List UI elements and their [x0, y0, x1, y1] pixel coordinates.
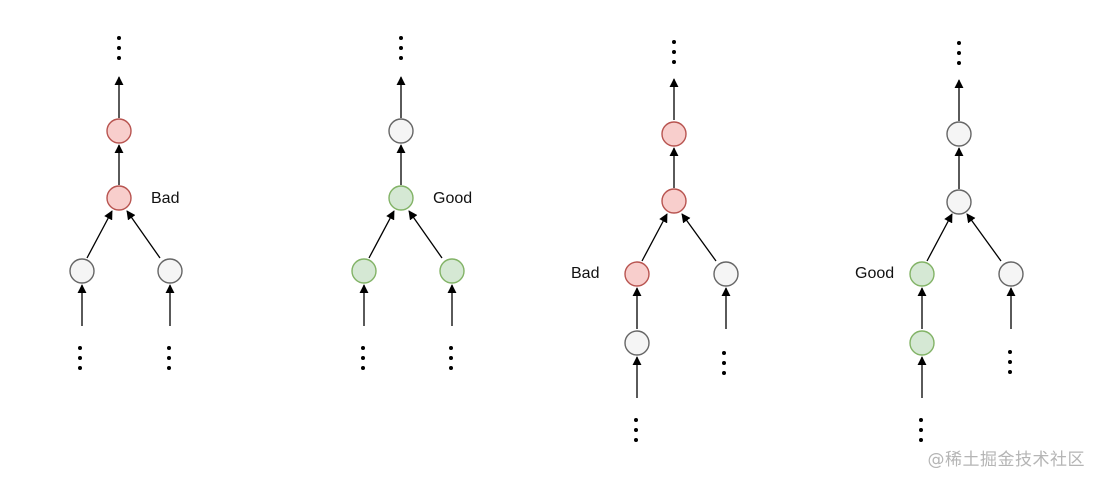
commit-node-right-good — [439, 258, 465, 284]
commit-node-merge-bad — [661, 188, 687, 214]
edges — [632, 78, 731, 398]
ellipsis-icon — [117, 36, 121, 60]
commit-node-right-neutral — [157, 258, 183, 284]
edge-left-merge — [641, 213, 668, 262]
ellipsis-icon — [672, 40, 676, 64]
commit-node-left-bad — [624, 261, 650, 287]
commit-node-top-neutral — [946, 121, 972, 147]
ellipsis-icon — [634, 418, 638, 442]
commit-node-right-neutral — [998, 261, 1024, 287]
commit-node-merge-bad — [106, 185, 132, 211]
commit-node-merge-neutral — [946, 189, 972, 215]
diagram-label: Good — [433, 190, 472, 207]
commit-node-left-neutral — [69, 258, 95, 284]
ellipsis-icon — [361, 346, 365, 370]
edges — [917, 79, 1016, 398]
edge-left-merge — [926, 213, 953, 262]
diagram-1: Bad — [69, 36, 183, 370]
edge-right-merge — [126, 210, 161, 259]
edges — [359, 76, 457, 326]
ellipsis-icon — [957, 41, 961, 65]
diagram-2: Good — [351, 36, 472, 370]
commit-node-left-good — [351, 258, 377, 284]
ellipsis-icon — [1008, 350, 1012, 374]
diagram-label: Good — [855, 265, 894, 282]
commit-node-right-neutral — [713, 261, 739, 287]
ellipses — [78, 36, 171, 370]
ellipses — [634, 40, 726, 442]
watermark: @稀土掘金技术社区 — [927, 450, 1085, 470]
ellipsis-icon — [167, 346, 171, 370]
ellipses — [919, 41, 1012, 442]
ellipsis-icon — [919, 418, 923, 442]
ellipsis-icon — [399, 36, 403, 60]
diagram-3: Bad — [571, 40, 739, 442]
commit-node-left-lower-neutral — [624, 330, 650, 356]
edge-left-merge — [86, 210, 113, 259]
edge-right-merge — [681, 213, 717, 262]
edge-right-merge — [408, 210, 443, 259]
ellipsis-icon — [78, 346, 82, 370]
edge-right-merge — [966, 213, 1002, 262]
commit-node-top-neutral — [388, 118, 414, 144]
edges — [77, 76, 175, 326]
diagram-label: Bad — [571, 265, 599, 282]
ellipses — [361, 36, 453, 370]
edge-left-merge — [368, 210, 395, 259]
commit-node-left-good — [909, 261, 935, 287]
commit-node-top-bad — [661, 121, 687, 147]
commit-node-merge-good — [388, 185, 414, 211]
ellipsis-icon — [722, 351, 726, 375]
commit-node-top-bad — [106, 118, 132, 144]
commit-node-left-lower-good — [909, 330, 935, 356]
diagram-4: Good — [855, 41, 1024, 442]
ellipsis-icon — [449, 346, 453, 370]
diagram-label: Bad — [151, 190, 179, 207]
